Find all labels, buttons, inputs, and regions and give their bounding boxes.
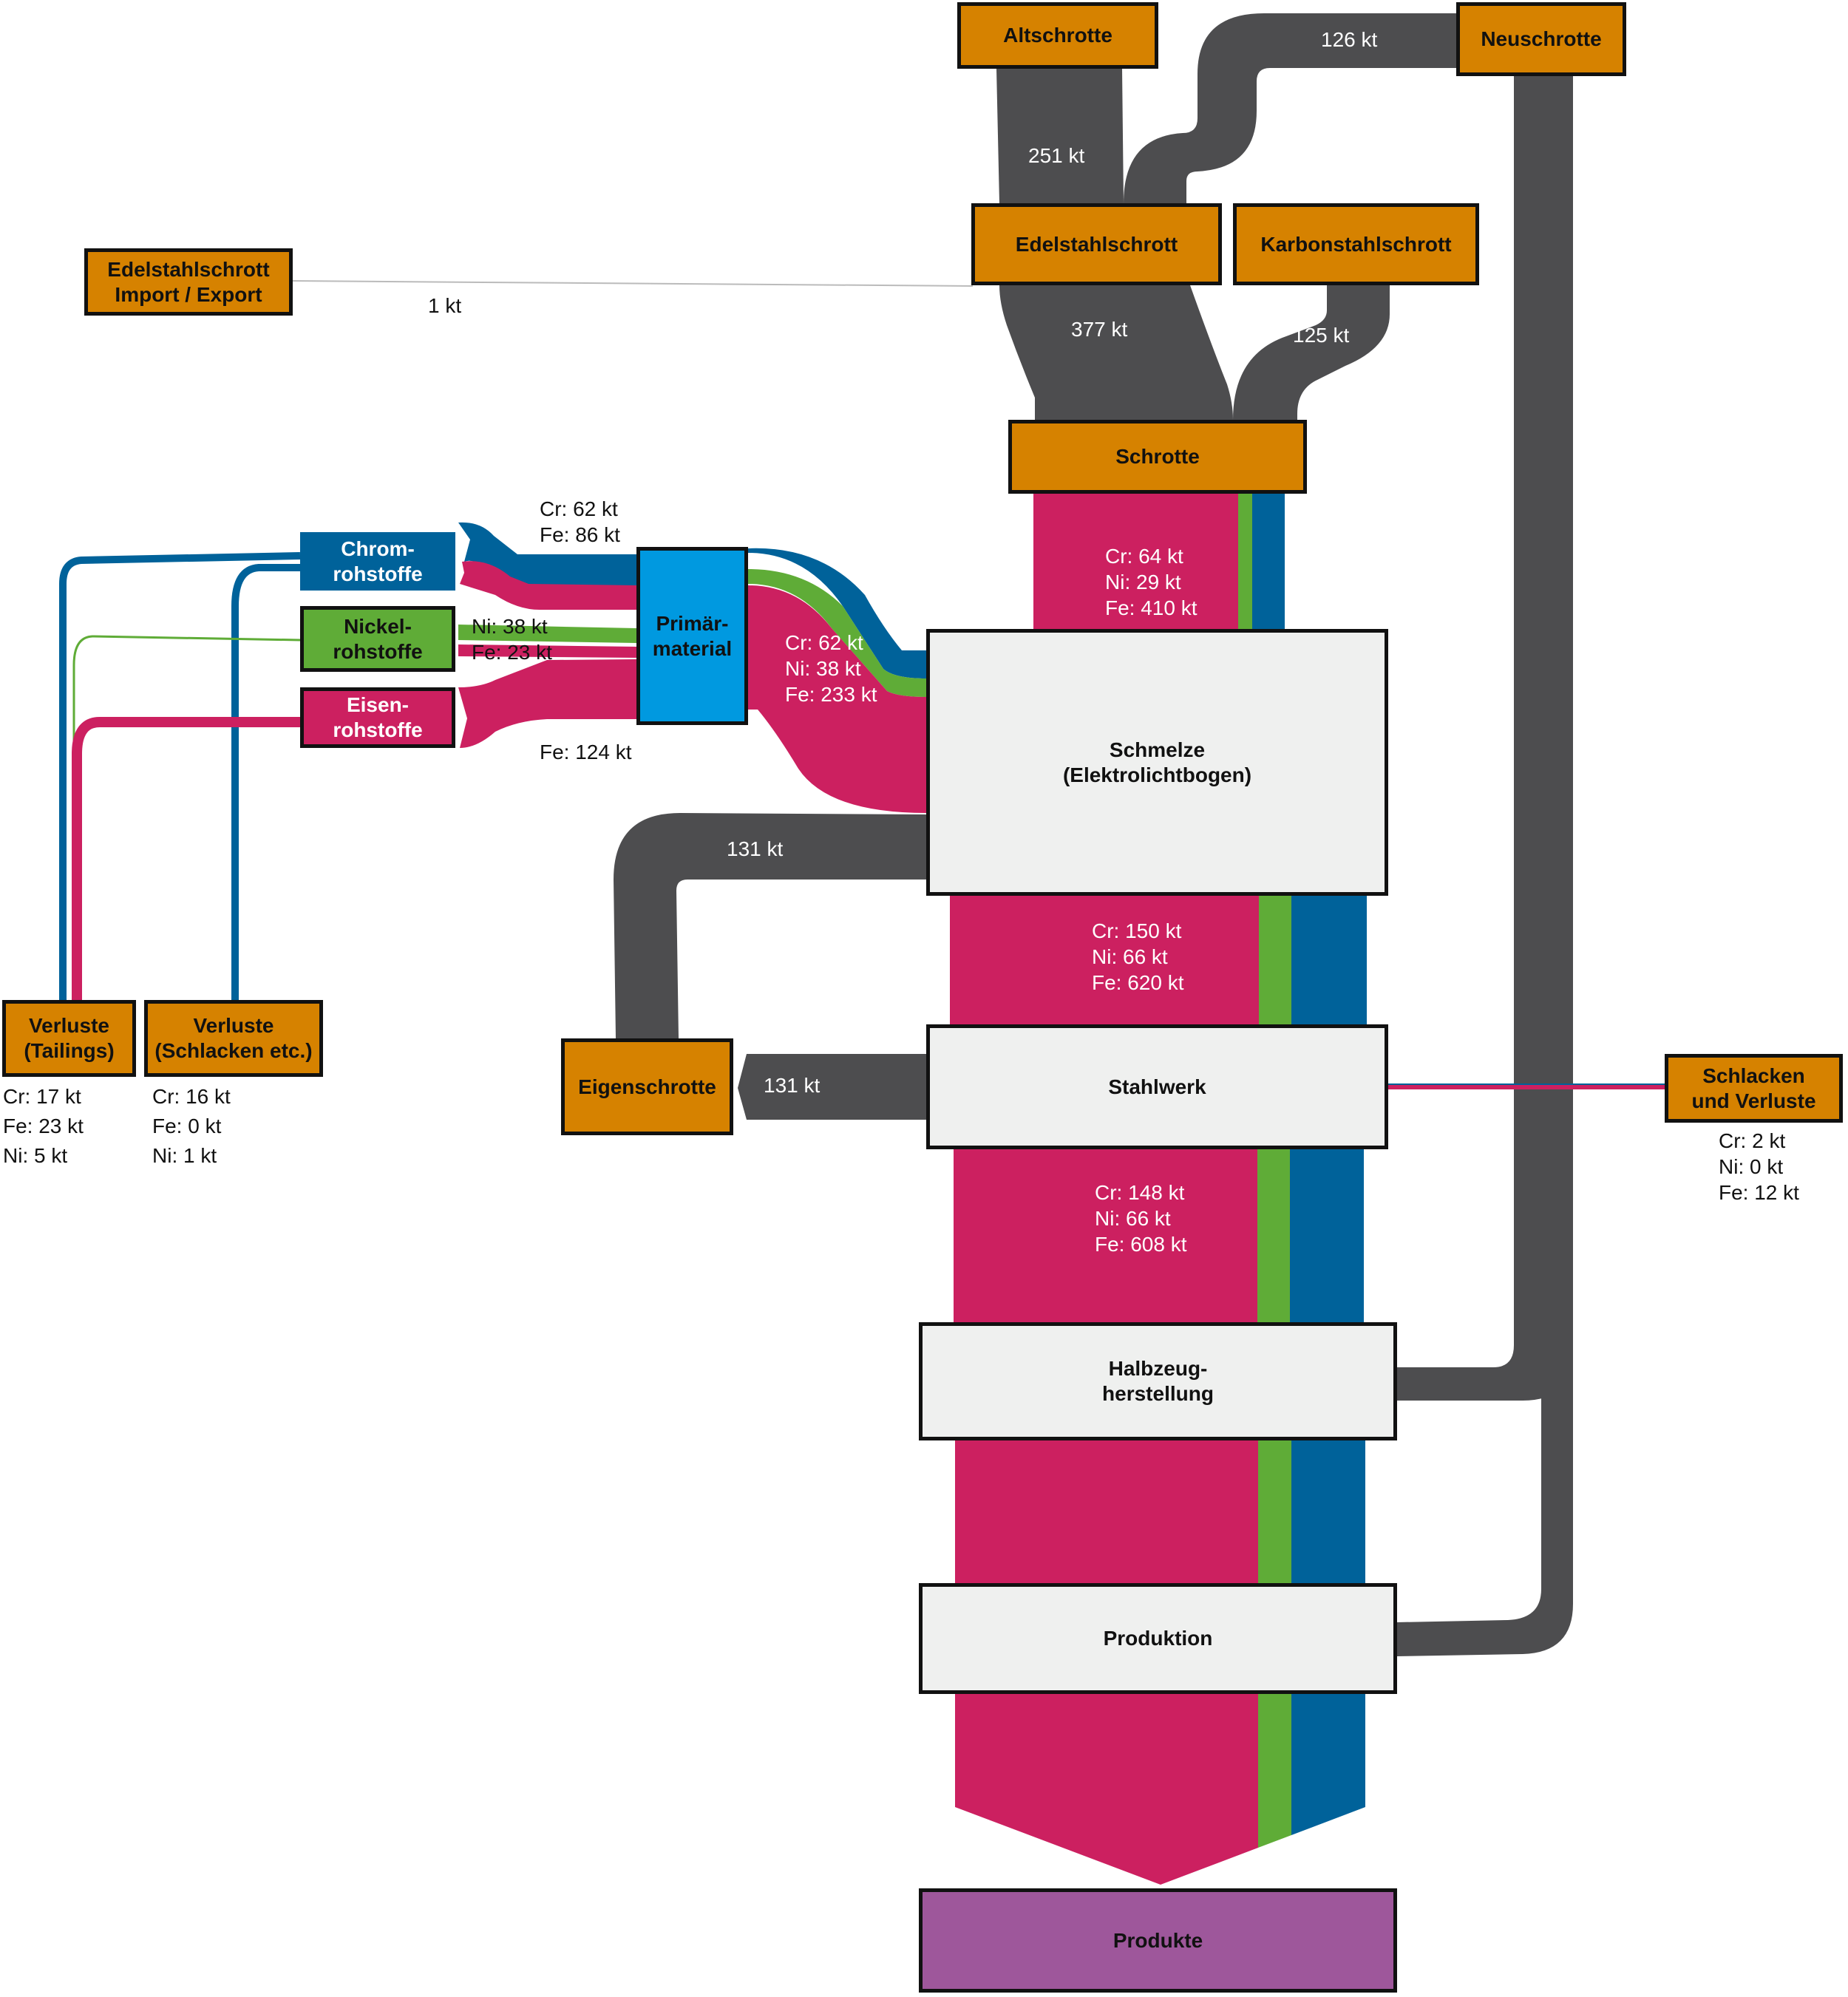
flow-schrotte-nickel [1238, 494, 1252, 629]
node-nickelrohstoffe[interactable]: Nickel- rohstoffe [300, 606, 455, 672]
node-eigenschrotte[interactable]: Eigenschrotte [561, 1038, 733, 1135]
node-karbonstahlschrott[interactable]: Karbonstahlschrott [1233, 203, 1479, 285]
label-schmelze-stahlwerk-flow: Cr: 150 kt Ni: 66 kt Fe: 620 kt [1092, 919, 1184, 994]
flow-produktion-produkte-nickel [1258, 1694, 1291, 1848]
flow-produktion-produkte-iron [955, 1694, 1258, 1885]
node-eisenrohstoffe[interactable]: Eisen- rohstoffe [300, 687, 455, 748]
flow-halbzeug-produktion-chromium [1291, 1440, 1365, 1583]
node-produktion[interactable]: Produktion [919, 1583, 1397, 1694]
flow-halbzeug-to-neuschrotte [1397, 76, 1573, 1401]
flow-chrom-iron [460, 561, 636, 610]
flow-chrom-to-verluste-tailings [59, 552, 301, 1001]
flow-produktion-produkte-chromium [1291, 1694, 1365, 1835]
node-schmelze[interactable]: Schmelze (Elektrolichtbogen) [926, 629, 1388, 896]
flow-eisen-iron [458, 659, 636, 748]
node-schrotte[interactable]: Schrotte [1008, 420, 1307, 494]
label-edelstahl-flow: 377 kt [1071, 318, 1128, 341]
node-halbzeugherstellung[interactable]: Halbzeug- herstellung [919, 1322, 1397, 1440]
node-neuschrotte[interactable]: Neuschrotte [1456, 2, 1626, 76]
label-loss-stahlwerk: Cr: 2 kt Ni: 0 kt Fe: 12 kt [1719, 1129, 1799, 1204]
flow-stahlwerk-halbzeug-chromium [1290, 1149, 1364, 1322]
flow-primaer-to-schmelze-nickel [748, 569, 926, 697]
flow-produktion-to-neuschrotte [1397, 76, 1573, 1656]
flow-nickel-nickel [458, 625, 636, 643]
label-import-export-flow: 1 kt [428, 294, 462, 317]
node-edelstahlschrott-import-export[interactable]: Edelstahlschrott Import / Export [84, 248, 293, 316]
label-loss-schlacken-etc: Cr: 16 kt Fe: 0 kt Ni: 1 kt [152, 1085, 231, 1167]
label-karbon-flow: 125 kt [1293, 324, 1350, 347]
node-stahlwerk[interactable]: Stahlwerk [926, 1024, 1388, 1149]
flow-schrotte-iron [1033, 494, 1238, 629]
flow-nickel-to-verluste-tailings [72, 635, 301, 1001]
flow-altschrotte-to-edelstahlschrott [996, 69, 1124, 203]
flow-schmelze-stahlwerk-chromium [1291, 896, 1367, 1024]
label-nickel-flow: Ni: 38 kt Fe: 23 kt [472, 615, 552, 664]
label-primaer-flow: Cr: 62 kt Ni: 38 kt Fe: 233 kt [785, 631, 877, 706]
flow-schmelze-stahlwerk-nickel [1259, 896, 1291, 1024]
flow-schmelze-stahlwerk-iron [950, 896, 1259, 1024]
label-stahlwerk-eigen-flow: 131 kt [764, 1074, 821, 1097]
node-primaermaterial[interactable]: Primär- material [636, 547, 748, 725]
label-eisen-flow: Fe: 124 kt [540, 741, 632, 763]
node-verluste-tailings[interactable]: Verluste (Tailings) [2, 1000, 136, 1077]
flow-eisen-to-verluste-tailings [72, 717, 300, 1001]
flow-chrom-to-verluste-schlacken [231, 564, 300, 1001]
flow-stahlwerk-to-schlacken-iron [1388, 1085, 1665, 1089]
node-chromrohstoffe[interactable]: Chrom- rohstoffe [300, 532, 455, 591]
flow-karbonstahlschrott-to-schrotte [1233, 285, 1390, 420]
flow-stahlwerk-halbzeug-iron [954, 1149, 1257, 1322]
node-verluste-schlacken[interactable]: Verluste (Schlacken etc.) [144, 1000, 323, 1077]
flow-primaer-to-schmelze-iron [748, 585, 926, 813]
flow-nickel-iron [458, 644, 636, 658]
flow-halbzeug-produktion-iron [955, 1440, 1258, 1583]
flow-edelstahlschrott-to-schrotte [999, 285, 1233, 420]
flow-schrotte-chromium [1252, 494, 1285, 629]
label-chrom-flow: Cr: 62 kt Fe: 86 kt [540, 497, 620, 546]
flow-chrom-chromium [458, 522, 636, 585]
flow-stahlwerk-to-schlacken-chromium [1388, 1083, 1665, 1085]
flow-primaer-to-schmelze-chromium [748, 548, 926, 678]
label-altschrotte-flow: 251 kt [1028, 144, 1085, 167]
node-edelstahlschrott[interactable]: Edelstahlschrott [971, 203, 1222, 285]
node-produkte[interactable]: Produkte [919, 1888, 1397, 1993]
flow-stahlwerk-to-eigenschrotte [738, 1054, 926, 1120]
node-altschrotte[interactable]: Altschrotte [957, 2, 1158, 69]
flow-neuschrotte-to-edelstahlschrott [1124, 13, 1458, 203]
label-loss-tailings: Cr: 17 kt Fe: 23 kt Ni: 5 kt [3, 1085, 84, 1167]
label-schmelze-eigen-flow: 131 kt [727, 837, 784, 860]
label-neuschrotte-flow: 126 kt [1321, 28, 1378, 51]
node-schlacken-und-verluste[interactable]: Schlacken und Verluste [1665, 1054, 1843, 1123]
flow-schmelze-to-eigenschrotte [614, 813, 926, 1038]
flow-import-export [292, 280, 974, 287]
flow-halbzeug-produktion-nickel [1258, 1440, 1291, 1583]
label-stahlwerk-halbzeug-flow: Cr: 148 kt Ni: 66 kt Fe: 608 kt [1095, 1181, 1187, 1256]
flow-stahlwerk-halbzeug-nickel [1257, 1149, 1290, 1322]
label-schrotte-flow: Cr: 64 kt Ni: 29 kt Fe: 410 kt [1105, 545, 1198, 619]
